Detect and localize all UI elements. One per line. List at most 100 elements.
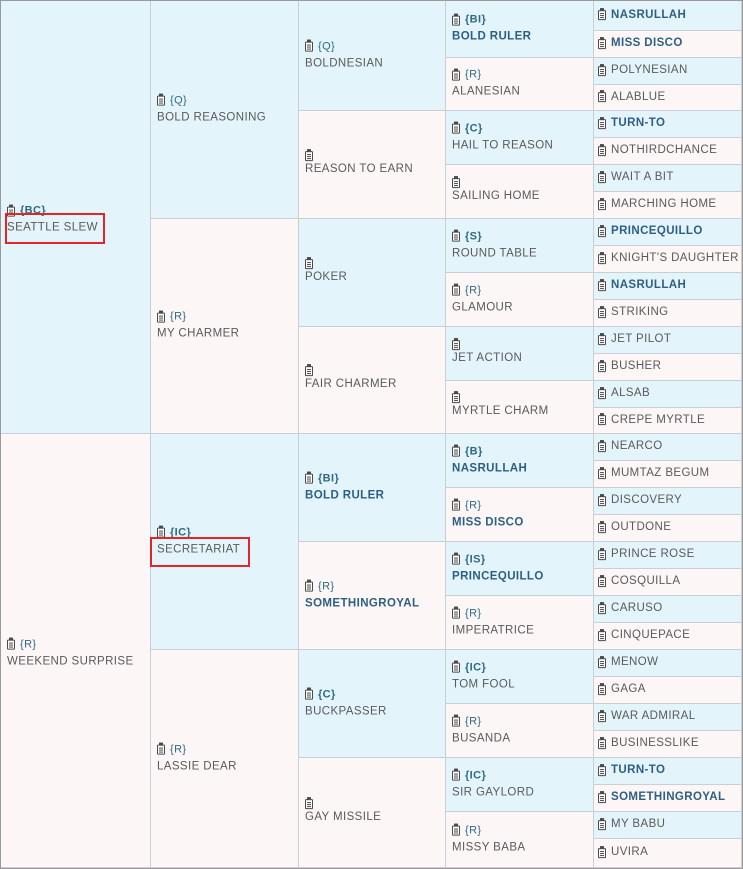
horse-cell-sd[interactable]: {R}MY CHARMER — [151, 219, 299, 434]
horse-cell-ddss[interactable]: {IC}TOM FOOL — [446, 650, 594, 704]
horse-cell-gen5[interactable]: MENOW — [594, 650, 742, 677]
horse-name[interactable]: POKER — [305, 270, 348, 283]
horse-cell-gen5[interactable]: MISS DISCO — [594, 31, 742, 58]
horse-cell-ds[interactable]: {IC}SECRETARIAT — [151, 434, 299, 650]
horse-cell-ddsd[interactable]: {R}BUSANDA — [446, 704, 594, 758]
horse-name[interactable]: NEARCO — [611, 440, 663, 453]
horse-cell-gen5[interactable]: TURN-TO — [594, 758, 742, 785]
horse-cell-gen5[interactable]: NOTHIRDCHANCE — [594, 138, 742, 165]
horse-cell-gen5[interactable]: JET PILOT — [594, 327, 742, 354]
horse-name[interactable]: JET PILOT — [611, 333, 672, 346]
horse-cell-sss[interactable]: {Q}BOLDNESIAN — [299, 1, 446, 111]
horse-name[interactable]: NASRULLAH — [611, 279, 687, 292]
horse-name[interactable]: BUSINESSLIKE — [611, 737, 699, 750]
horse-name[interactable]: WAR ADMIRAL — [611, 710, 696, 723]
horse-cell-sddd[interactable]: MYRTLE CHARM — [446, 381, 594, 434]
horse-name[interactable]: TOM FOOL — [452, 678, 516, 691]
horse-cell-gen5[interactable]: STRIKING — [594, 300, 742, 327]
horse-name[interactable]: JET ACTION — [452, 351, 523, 364]
horse-name[interactable]: BUSANDA — [452, 732, 511, 745]
horse-name[interactable]: SOMETHINGROYAL — [611, 791, 726, 804]
horse-cell-dsdd[interactable]: {R}IMPERATRICE — [446, 596, 594, 650]
horse-cell-sdss[interactable]: {S}ROUND TABLE — [446, 219, 594, 273]
horse-cell-dsss[interactable]: {B}NASRULLAH — [446, 434, 594, 488]
horse-cell-gen5[interactable]: TURN-TO — [594, 111, 742, 138]
horse-cell-gen5[interactable]: COSQUILLA — [594, 569, 742, 596]
horse-cell-dddd[interactable]: {R}MISSY BABA — [446, 812, 594, 868]
horse-cell-gen5[interactable]: WAR ADMIRAL — [594, 704, 742, 731]
horse-cell-dssd[interactable]: {R}MISS DISCO — [446, 488, 594, 542]
horse-name[interactable]: MUMTAZ BEGUM — [611, 467, 710, 480]
horse-name[interactable]: GLAMOUR — [452, 301, 513, 314]
horse-name[interactable]: TURN-TO — [611, 117, 666, 130]
horse-name[interactable]: MISS DISCO — [611, 37, 683, 50]
horse-cell-dsd[interactable]: {R}SOMETHINGROYAL — [299, 542, 446, 650]
horse-name[interactable]: ALSAB — [611, 387, 651, 400]
horse-name[interactable]: MY CHARMER — [157, 327, 240, 340]
horse-name[interactable]: TURN-TO — [611, 764, 666, 777]
horse-name[interactable]: BUSHER — [611, 360, 662, 373]
horse-name[interactable]: STRIKING — [611, 306, 669, 319]
horse-name[interactable]: HAIL TO REASON — [452, 139, 554, 152]
horse-cell-dd[interactable]: {R}LASSIE DEAR — [151, 650, 299, 868]
horse-cell-gen5[interactable]: GAGA — [594, 677, 742, 704]
horse-name[interactable]: MISS DISCO — [452, 516, 524, 529]
horse-cell-gen5[interactable]: SOMETHINGROYAL — [594, 785, 742, 812]
horse-cell-ddd[interactable]: GAY MISSILE — [299, 758, 446, 868]
horse-cell-gen5[interactable]: CINQUEPACE — [594, 623, 742, 650]
horse-cell-gen5[interactable]: UVIRA — [594, 839, 742, 868]
horse-cell-sire[interactable]: {BC} SEATTLE SLEW — [1, 1, 151, 434]
horse-name[interactable]: GAGA — [611, 683, 646, 696]
horse-name[interactable]: PRINCEQUILLO — [611, 225, 703, 238]
horse-name[interactable]: CARUSO — [611, 602, 663, 615]
horse-cell-sdds[interactable]: JET ACTION — [446, 327, 594, 381]
horse-cell-dss[interactable]: {BI}BOLD RULER — [299, 434, 446, 542]
horse-cell-ss[interactable]: {Q}BOLD REASONING — [151, 1, 299, 219]
horse-cell-gen5[interactable]: MY BABU — [594, 812, 742, 839]
horse-cell-ssd[interactable]: REASON TO EARN — [299, 111, 446, 219]
horse-cell-gen5[interactable]: PRINCEQUILLO — [594, 219, 742, 246]
horse-name[interactable]: OUTDONE — [611, 521, 672, 534]
horse-name[interactable]: MYRTLE CHARM — [452, 405, 549, 418]
horse-name[interactable]: SIR GAYLORD — [452, 786, 535, 799]
horse-cell-sssd[interactable]: {R}ALANESIAN — [446, 58, 594, 111]
horse-name[interactable]: REASON TO EARN — [305, 162, 414, 175]
horse-name[interactable]: IMPERATRICE — [452, 624, 535, 637]
horse-name[interactable]: WEEKEND SURPRISE — [7, 655, 134, 668]
horse-name[interactable]: NASRULLAH — [611, 8, 687, 21]
horse-name[interactable]: NOTHIRDCHANCE — [611, 144, 718, 157]
horse-name[interactable]: DISCOVERY — [611, 494, 683, 507]
horse-name[interactable]: PRINCE ROSE — [611, 548, 695, 561]
horse-cell-dam[interactable]: {R} WEEKEND SURPRISE — [1, 434, 151, 868]
horse-cell-gen5[interactable]: OUTDONE — [594, 515, 742, 542]
horse-name[interactable]: MARCHING HOME — [611, 198, 717, 211]
horse-name[interactable]: MY BABU — [611, 818, 666, 831]
horse-cell-gen5[interactable]: NASRULLAH — [594, 1, 742, 31]
horse-name[interactable]: GAY MISSILE — [305, 810, 382, 823]
horse-name[interactable]: BOLD RULER — [305, 489, 385, 502]
horse-cell-gen5[interactable]: BUSHER — [594, 354, 742, 381]
horse-name[interactable]: FAIR CHARMER — [305, 378, 397, 391]
horse-name[interactable]: BOLDNESIAN — [305, 57, 384, 70]
horse-name[interactable]: BOLD RULER — [452, 30, 532, 43]
horse-name[interactable]: KNIGHT'S DAUGHTER — [611, 252, 739, 265]
horse-cell-gen5[interactable]: BUSINESSLIKE — [594, 731, 742, 758]
horse-name[interactable]: WAIT A BIT — [611, 171, 674, 184]
horse-cell-sds[interactable]: POKER — [299, 219, 446, 327]
horse-name[interactable]: SECRETARIAT — [157, 543, 241, 556]
horse-cell-dsds[interactable]: {IS}PRINCEQUILLO — [446, 542, 594, 596]
horse-name[interactable]: NASRULLAH — [452, 462, 528, 475]
horse-cell-gen5[interactable]: DISCOVERY — [594, 488, 742, 515]
horse-cell-gen5[interactable]: CARUSO — [594, 596, 742, 623]
horse-cell-gen5[interactable]: ALSAB — [594, 381, 742, 408]
horse-cell-dds[interactable]: {C}BUCKPASSER — [299, 650, 446, 758]
horse-name[interactable]: PRINCEQUILLO — [452, 570, 544, 583]
horse-name[interactable]: UVIRA — [611, 846, 649, 859]
horse-cell-sdsd[interactable]: {R}GLAMOUR — [446, 273, 594, 327]
horse-cell-gen5[interactable]: CREPE MYRTLE — [594, 408, 742, 434]
horse-name[interactable]: BOLD REASONING — [157, 111, 267, 124]
horse-name[interactable]: BUCKPASSER — [305, 705, 387, 718]
horse-name[interactable]: LASSIE DEAR — [157, 760, 237, 773]
horse-name[interactable]: SOMETHINGROYAL — [305, 597, 420, 610]
horse-name[interactable]: ALANESIAN — [452, 85, 521, 98]
